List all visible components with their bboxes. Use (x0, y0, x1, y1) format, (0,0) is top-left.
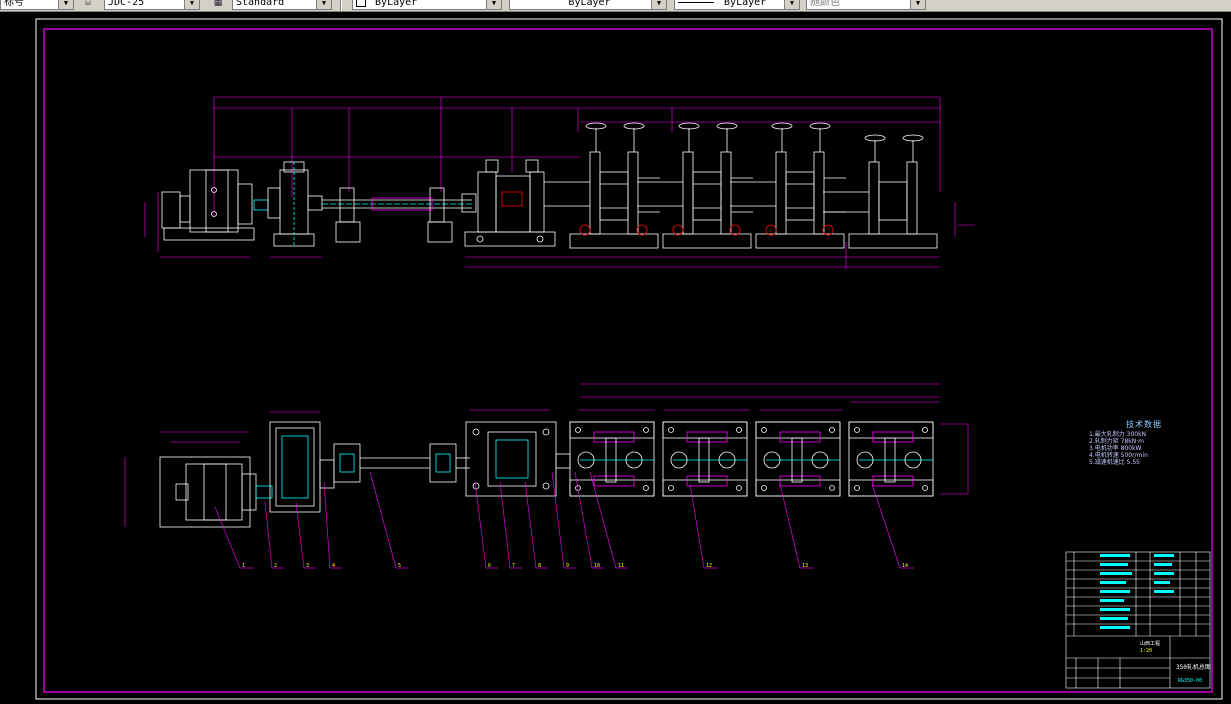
toolbar-separator (340, 0, 342, 11)
lineweight-value: ByLayer (724, 0, 767, 8)
tech-data-row: 3.电机功率 800kW (1089, 445, 1142, 452)
part-number: 13 (802, 563, 809, 569)
part-number: 1 (242, 563, 246, 569)
chevron-down-icon: ▼ (784, 0, 799, 9)
tech-data-row: 2.轧制力矩 78kN·m (1089, 438, 1144, 445)
plan-view (124, 383, 969, 528)
chevron-down-icon: ▼ (316, 0, 331, 9)
dim-style-dropdown[interactable]: Standard ▼ (232, 0, 332, 10)
text-style-dropdown[interactable]: JDC-25 ▼ (104, 0, 200, 10)
chevron-down-icon: ▼ (184, 0, 199, 9)
title-block-text-bars (1100, 554, 1174, 629)
elevation-view (144, 96, 975, 270)
title-block-grid (1065, 551, 1211, 689)
part-number: 8 (538, 563, 542, 569)
part-number: 12 (706, 563, 713, 569)
school-name: 山西工程 (1140, 641, 1161, 647)
rolling-stands-elevation (544, 122, 938, 249)
tech-data-row: 1.最大轧制力 300kN (1089, 431, 1147, 438)
drawing-scale: 1:20 (1140, 648, 1153, 654)
dim-style-icon[interactable]: ▦ (213, 0, 223, 8)
linetype-value: ByLayer (568, 0, 611, 8)
lineweight-dropdown[interactable]: ByLayer ▼ (674, 0, 800, 10)
tech-data-row: 5.减速机速比 5.55 (1089, 459, 1140, 466)
technical-data-title: 技术数据 (1126, 420, 1162, 429)
chevron-down-icon: ▼ (486, 0, 501, 9)
color-value: ByLayer (375, 0, 418, 8)
part-number: 5 (398, 563, 402, 569)
dim-style-value: Standard (236, 0, 285, 8)
drawing-title: 350轧机总图 (1176, 664, 1211, 671)
part-number: 2 (274, 563, 278, 569)
part-number: 4 (332, 563, 336, 569)
inner-frame (43, 28, 1213, 693)
part-number: 11 (618, 563, 625, 569)
chevron-down-icon: ▼ (651, 0, 666, 9)
plan-dimensions (124, 383, 969, 527)
color-swatch-icon (356, 0, 366, 7)
cad-drawing (35, 18, 1223, 700)
tech-data-row: 4.电机转速 500r/min (1089, 452, 1148, 459)
part-number: 14 (902, 563, 909, 569)
text-style-value: JDC-25 (108, 0, 145, 8)
properties-toolbar: 标号 ▼ ⌸ JDC-25 ▼ ▦ Standard ▼ ByLayer ▼ B… (0, 0, 1231, 12)
drawing-number: RG350-00 (1178, 678, 1203, 684)
chevron-down-icon: ▼ (58, 0, 73, 9)
linetype-dropdown[interactable]: ByLayer ▼ (509, 0, 667, 10)
outer-frame (35, 18, 1223, 700)
elevation-dimensions (144, 96, 975, 270)
part-number: 3 (306, 563, 310, 569)
rolling-stands-plan (569, 421, 934, 497)
color-dropdown[interactable]: ByLayer ▼ (352, 0, 502, 10)
chevron-down-icon: ▼ (910, 0, 925, 9)
part-number: 10 (594, 563, 601, 569)
lineweight-sample-icon (678, 1, 714, 3)
part-leaders (214, 471, 914, 569)
plot-style-value: 随颜色 (810, 0, 840, 8)
layer-dropdown[interactable]: 标号 ▼ (0, 0, 74, 10)
technical-data-block: 技术数据 1.最大轧制力 300kN 2.轧制力矩 78kN·m 3.电机功率 … (1089, 420, 1199, 467)
drawing-canvas[interactable]: 技术数据 1.最大轧制力 300kN 2.轧制力矩 78kN·m 3.电机功率 … (0, 12, 1231, 704)
part-number: 6 (488, 563, 492, 569)
plot-style-dropdown[interactable]: 随颜色 ▼ (806, 0, 926, 10)
part-number: 7 (512, 563, 516, 569)
layer-dropdown-value: 标号 (4, 0, 24, 8)
text-style-icon[interactable]: ⌸ (85, 0, 91, 8)
part-number: 9 (566, 563, 570, 569)
